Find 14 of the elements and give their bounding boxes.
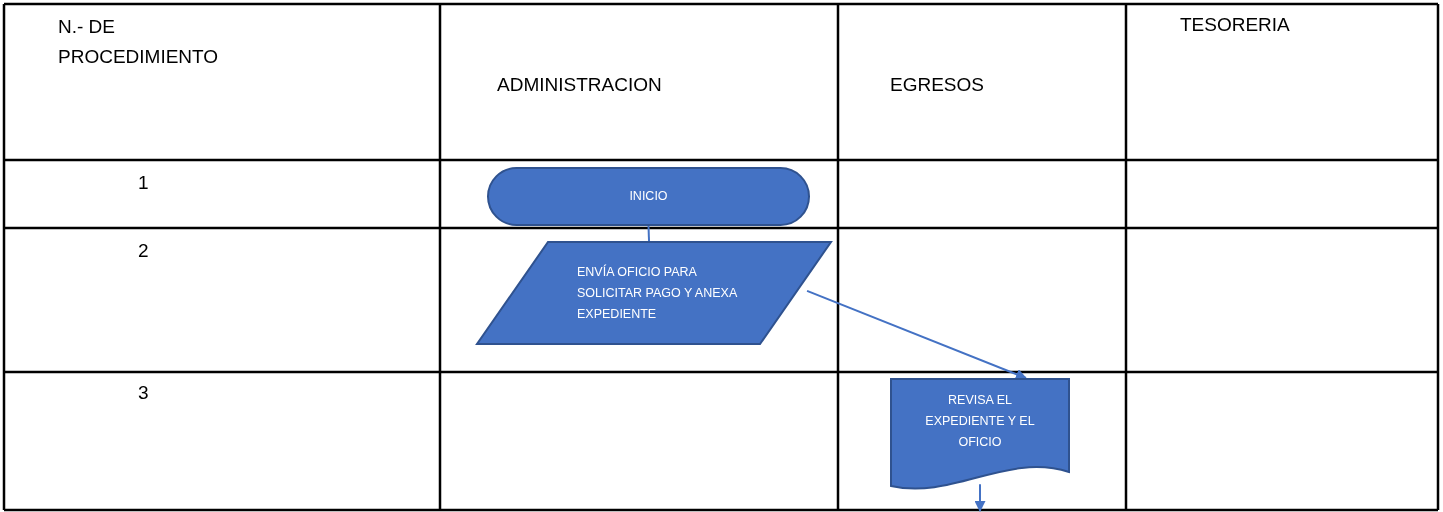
input-output-shape [476,241,832,345]
step-text: INICIO [629,188,668,205]
arrow [974,483,986,512]
step-text: REVISA EL EXPEDIENTE Y EL OFICIO [924,392,1036,451]
step-text: ENVÍA OFICIO PARA SOLICITAR PAGO Y ANEXA EXPEDIENTE [577,263,737,323]
column-header: TESORERIA [1180,13,1290,37]
step-number: 3 [138,381,149,405]
column-header: ADMINISTRACION [497,73,662,97]
terminal-shape [487,167,810,226]
arrow [806,289,1027,380]
column-header: N.- DE PROCEDIMIENTO [58,15,220,69]
step-number: 1 [138,171,149,195]
step-number: 2 [138,239,149,263]
column-header: EGRESOS [890,73,984,97]
